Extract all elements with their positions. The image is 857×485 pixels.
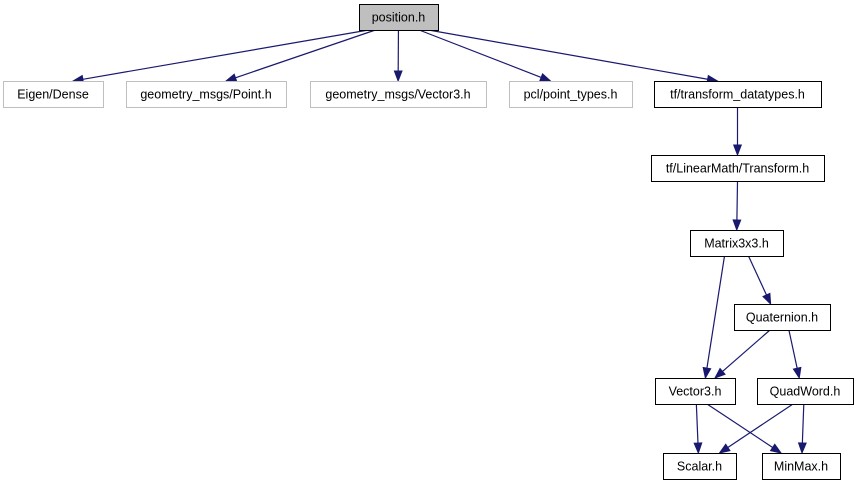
node-quaternion[interactable]: Quaternion.h (734, 304, 831, 331)
node-quadword[interactable]: QuadWord.h (757, 378, 854, 405)
arrowhead-matrix-to-vector3 (702, 366, 712, 380)
node-box-vector3msg[interactable] (310, 81, 487, 108)
node-box-quadword[interactable] (757, 378, 854, 405)
edge-quaternion-to-quadword (788, 329, 798, 369)
node-box-transform[interactable] (651, 155, 825, 182)
node-label-eigen: Eigen/Dense (17, 88, 89, 102)
node-matrix[interactable]: Matrix3x3.h (690, 230, 784, 257)
edge-position-to-eigen (82, 29, 369, 80)
arrowhead-quaternion-to-vector3 (713, 367, 726, 379)
node-label-point: geometry_msgs/Point.h (140, 88, 271, 102)
edge-vector3-to-scalar (695, 403, 699, 444)
node-box-pcl[interactable] (509, 81, 633, 108)
edge-quadword-to-minmax (801, 403, 805, 444)
node-label-position: position.h (372, 11, 426, 25)
node-vector3msg[interactable]: geometry_msgs/Vector3.h (310, 81, 487, 108)
arrowhead-position-to-point (224, 73, 238, 82)
node-minmax[interactable]: MinMax.h (762, 453, 841, 480)
edge-transform-to-matrix (736, 180, 739, 221)
node-eigen[interactable]: Eigen/Dense (3, 81, 104, 108)
node-label-minmax: MinMax.h (774, 460, 828, 474)
arrowhead-quaternion-to-quadword (792, 366, 802, 380)
node-label-matrix: Matrix3x3.h (704, 237, 769, 251)
node-label-scalar: Scalar.h (677, 460, 722, 474)
edge-position-to-pcl (418, 29, 542, 78)
node-vector3[interactable]: Vector3.h (655, 378, 736, 405)
edge-vector3-to-minmax (706, 403, 773, 448)
node-scalar[interactable]: Scalar.h (663, 453, 737, 480)
node-box-tfdt[interactable] (654, 81, 822, 108)
node-box-matrix[interactable] (690, 230, 784, 257)
arrowhead-transform-to-matrix (732, 219, 742, 232)
edges-layer (71, 29, 807, 455)
edge-position-to-tfdt (428, 29, 708, 80)
node-box-vector3[interactable] (655, 378, 736, 405)
arrowhead-vector3-to-scalar (693, 442, 703, 455)
arrowhead-position-to-vector3msg (393, 70, 403, 83)
node-position[interactable]: position.h (359, 4, 439, 31)
node-pcl[interactable]: pcl/point_types.h (509, 81, 633, 108)
arrowhead-tfdt-to-transform (732, 144, 743, 157)
node-label-quadword: QuadWord.h (770, 385, 841, 399)
node-box-point[interactable] (126, 81, 287, 108)
arrowhead-vector3-to-minmax (769, 443, 783, 454)
edge-matrix-to-quaternion (747, 255, 767, 296)
node-label-vector3: Vector3.h (669, 385, 722, 399)
node-label-pcl: pcl/point_types.h (524, 88, 618, 102)
node-box-position[interactable] (359, 4, 439, 31)
node-label-tfdt: tf/transform_datatypes.h (670, 88, 805, 102)
node-tfdt[interactable]: tf/transform_datatypes.h (654, 81, 822, 108)
node-transform[interactable]: tf/LinearMath/Transform.h (651, 155, 825, 182)
node-label-vector3msg: geometry_msgs/Vector3.h (325, 88, 470, 102)
arrowhead-quadword-to-scalar (718, 443, 731, 454)
edge-quadword-to-scalar (727, 403, 794, 448)
edge-matrix-to-vector3 (706, 255, 726, 369)
node-label-transform: tf/LinearMath/Transform.h (666, 162, 809, 176)
arrowhead-matrix-to-quaternion (762, 292, 772, 306)
edge-quaternion-to-vector3 (722, 329, 771, 372)
edge-position-to-point (235, 29, 376, 79)
arrowhead-quadword-to-minmax (797, 442, 807, 455)
node-box-minmax[interactable] (762, 453, 841, 480)
arrowhead-position-to-pcl (539, 72, 552, 82)
node-box-scalar[interactable] (663, 453, 737, 480)
node-box-eigen[interactable] (3, 81, 104, 108)
node-box-quaternion[interactable] (734, 304, 831, 331)
node-point[interactable]: geometry_msgs/Point.h (126, 81, 287, 108)
node-label-quaternion: Quaternion.h (746, 311, 818, 325)
